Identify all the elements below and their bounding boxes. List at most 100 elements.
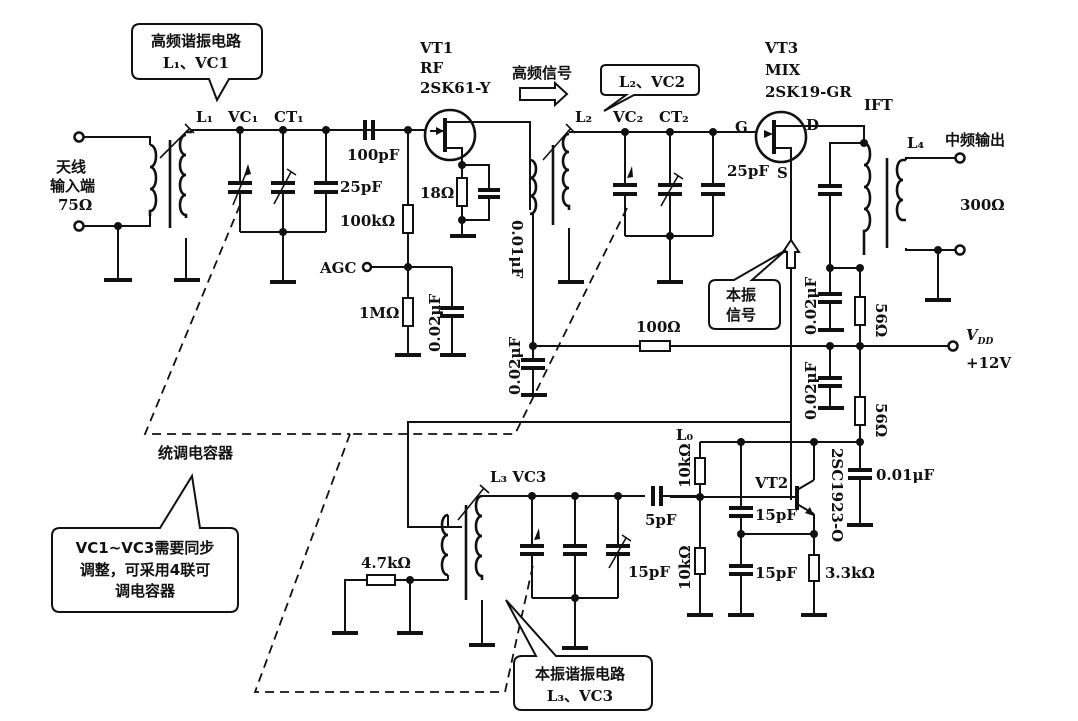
L4-label: L₄ <box>907 134 925 152</box>
if-out-terminal-bottom[interactable] <box>954 244 966 256</box>
callout-osc-tuning: 本振谐振电路 L₃、VC3 <box>505 599 653 711</box>
cap-15pF-b-label: 15pF <box>755 564 797 582</box>
L4-secondary-coil <box>895 158 906 222</box>
CT1-label: CT₁ <box>274 108 304 126</box>
CT2-label: CT₂ <box>659 108 689 126</box>
lo-feed-wire <box>407 420 792 528</box>
callout-lo-signal: 本振 信号 <box>708 249 787 330</box>
cap-001-src-label: 0.01μF <box>508 220 526 279</box>
VT1-part: 2SK61-Y <box>420 79 491 97</box>
L3-VC3-label: L₃ VC3 <box>490 468 546 486</box>
resistor-1M <box>402 297 414 327</box>
antenna-terminal-top[interactable] <box>73 131 85 143</box>
oscillator-stage: L₀ 10kΩ 10kΩ VT2 2SC1923-O 15pF 15pF 3.3… <box>670 426 935 617</box>
resistor-4.7k <box>366 574 396 586</box>
cap-25pF-2-label: 25pF <box>727 162 769 180</box>
vt1-input-network: 100pF 100kΩ AGC 1MΩ 0.02μF <box>319 120 466 357</box>
gang-cap-label: 统调电容器 <box>158 444 234 462</box>
VT3-part: 2SK19-GR <box>765 83 852 101</box>
vdd-value: +12V <box>966 354 1011 372</box>
VT1-jfet: VT1 RF 2SK61-Y 18Ω 0.01μF <box>419 39 531 279</box>
cap-100pF-label: 100pF <box>347 146 400 164</box>
agc-label: AGC <box>319 259 356 277</box>
callout-lo-signal-line1: 本振 <box>726 286 756 304</box>
callout-l2-vc2-text: L₂、VC2 <box>619 73 685 91</box>
vdd-terminal[interactable] <box>947 340 959 352</box>
L2-primary-coil <box>529 158 538 216</box>
callout-gang-note: VC1~VC3需要同步 调整，可采用4联可 调电容器 <box>51 473 239 613</box>
antenna-input: 天线 输入端 75Ω <box>50 131 151 282</box>
resistor-10k-top-label: 10kΩ <box>676 443 694 488</box>
IFT-transformer: IFT L₄ 中频输出 300Ω 0.02μF 56Ω <box>802 96 1005 440</box>
callout-hf-tuning: 高频谐振电路 L₁、VC1 <box>131 23 263 103</box>
resistor-10k-bot <box>694 547 706 575</box>
callout-osc-tuning-line2: L₃、VC3 <box>547 687 613 705</box>
resistor-56-bot-label: 56Ω <box>872 403 890 437</box>
drain-label: D <box>806 116 819 134</box>
oscillator-tank: L₃ VC3 5pF 15pF 4.7kΩ <box>332 468 700 650</box>
hf-signal-label: 高频信号 <box>512 64 572 82</box>
VT2-name: VT2 <box>754 474 788 492</box>
L1-transformer: L₁ <box>148 108 213 282</box>
callout-lo-signal-line2: 信号 <box>726 306 756 324</box>
cap-agc-label: 0.02μF <box>426 293 444 352</box>
resistor-100 <box>639 340 671 352</box>
if-output-label: 中频输出 <box>945 131 1005 149</box>
callout-hf-tuning-line1: 高频谐振电路 <box>151 32 242 50</box>
cap-001-vt2-label: 0.01μF <box>876 466 935 484</box>
VT2-part: 2SC1923-O <box>828 448 846 542</box>
VC2-label: VC₂ <box>612 108 643 126</box>
antenna-label-2: 输入端 <box>50 177 95 195</box>
antenna-impedance: 75Ω <box>58 196 92 214</box>
antenna-label: 天线 <box>56 158 86 176</box>
cap-15pF-a-label: 15pF <box>755 506 797 524</box>
callout-gang-note-line2: 调整，可采用4联可 <box>80 561 210 579</box>
resistor-100-label: 100Ω <box>636 318 681 336</box>
antenna-terminal-bottom[interactable] <box>73 220 85 232</box>
L1-secondary-coil <box>178 130 192 218</box>
resistor-3.3k <box>808 554 820 582</box>
resistor-10k-top <box>694 457 706 485</box>
L2-secondary-coil <box>561 132 571 210</box>
L0-label: L₀ <box>676 426 694 444</box>
cap-15pF-trim-label: 15pF <box>628 563 670 581</box>
L2-label: L₂ <box>575 108 592 126</box>
cap-002-L2-label: 0.02μF <box>506 336 524 395</box>
gang-dash-vc1 <box>143 204 350 435</box>
cap-002-ift-label: 0.02μF <box>802 276 820 335</box>
L1-label: L₁ <box>196 108 213 126</box>
VC1-label: VC₁ <box>227 108 258 126</box>
resistor-1M-label: 1MΩ <box>359 304 399 322</box>
L1-primary-coil <box>148 143 158 216</box>
rf-tuning-bank: VC₁ CT₁ 25pF <box>190 108 410 284</box>
output-impedance: 300Ω <box>960 196 1005 214</box>
VT1-name: VT1 <box>419 39 453 57</box>
lo-signal-arrow <box>781 238 801 269</box>
L3-primary-coil <box>440 513 449 577</box>
hf-signal-arrow <box>519 80 569 108</box>
L3-secondary-coil <box>474 494 484 580</box>
IFT-label: IFT <box>864 96 894 114</box>
callout-l2-vc2: L₂、VC2 <box>600 64 700 112</box>
resistor-100k-label: 100kΩ <box>340 212 395 230</box>
callout-gang-note-line3: 调电容器 <box>115 582 176 600</box>
cap-002-vdd-label: 0.02μF <box>802 361 820 420</box>
cap-25pF-label: 25pF <box>340 178 382 196</box>
resistor-56-top <box>854 296 866 326</box>
mixer-tuning-bank: VC₂ CT₂ 25pF <box>612 108 769 284</box>
vdd-label: VDD <box>966 326 993 347</box>
L2-transformer: L₂ 100Ω 0.02μF <box>506 108 948 397</box>
VT3-jfet: G D S VT3 MIX 2SK19-GR <box>735 39 865 500</box>
resistor-18 <box>456 177 468 207</box>
VT1-role: RF <box>420 59 443 77</box>
resistor-4.7k-label: 4.7kΩ <box>361 554 411 572</box>
hf-signal-indicator: 高频信号 <box>512 64 572 108</box>
source-label: S <box>777 164 788 182</box>
if-out-terminal-top[interactable] <box>954 152 966 164</box>
resistor-10k-bot-label: 10kΩ <box>676 545 694 590</box>
gang-dash-vc3 <box>253 433 534 693</box>
gate-label: G <box>735 118 748 136</box>
resistor-56-bot <box>854 396 866 426</box>
callout-hf-tuning-line2: L₁、VC1 <box>163 54 229 72</box>
